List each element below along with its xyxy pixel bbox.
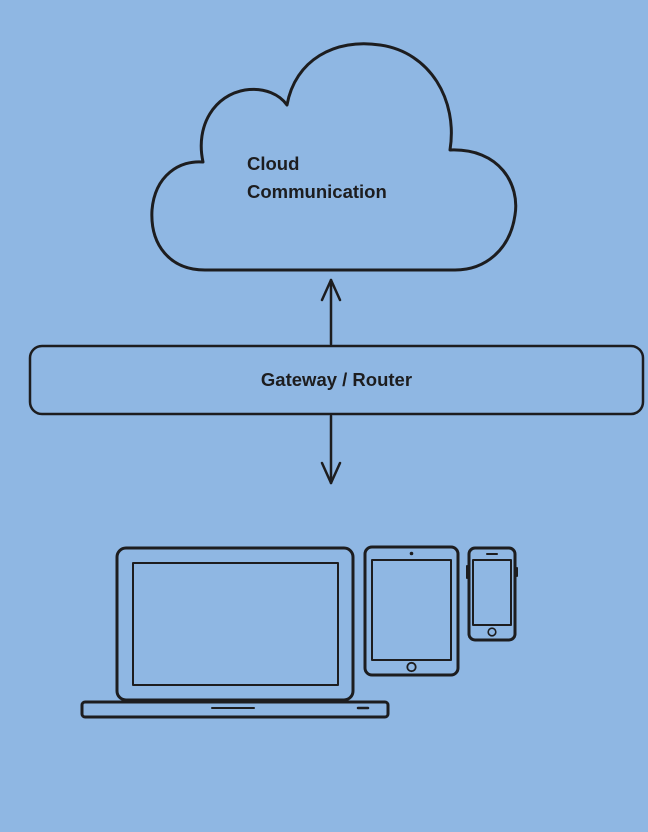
laptop-icon bbox=[80, 546, 390, 719]
cloud-icon bbox=[150, 42, 518, 272]
tablet-camera-icon bbox=[409, 551, 414, 556]
gateway-label: Gateway / Router bbox=[260, 369, 413, 390]
up-arrow bbox=[320, 278, 342, 346]
cloud-label-line1: Cloud bbox=[247, 153, 300, 174]
tablet-icon bbox=[363, 545, 460, 677]
cloud-label-line2: Communication bbox=[247, 181, 387, 202]
down-arrow bbox=[320, 414, 342, 485]
cloud-label: Cloud Communication bbox=[247, 150, 387, 206]
smartphone-icon bbox=[466, 546, 518, 642]
gateway-box bbox=[28, 344, 645, 416]
phone-home-button-icon bbox=[487, 627, 497, 637]
tablet-home-button-icon bbox=[406, 661, 417, 673]
